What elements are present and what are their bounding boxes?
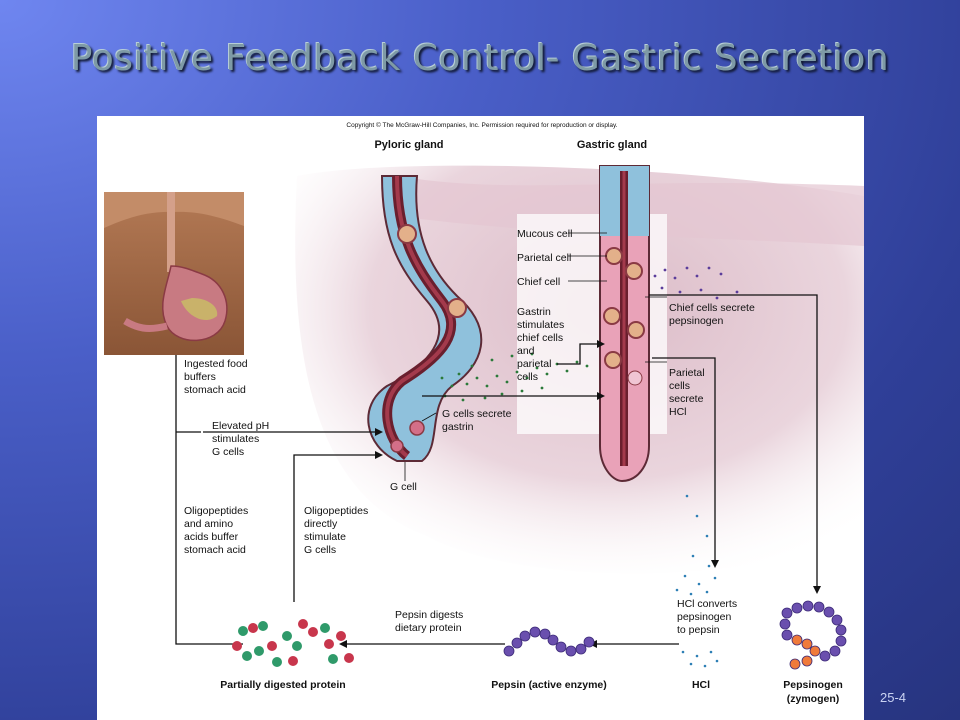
svg-text:G cells: G cells	[212, 446, 244, 458]
figure-canvas: Copyright © The McGraw-Hill Companies, I…	[104, 121, 864, 705]
svg-text:stimulate: stimulate	[304, 531, 346, 543]
hcl-converts-label: HCl converts pepsinogen to pepsin	[677, 598, 737, 636]
leader-lines	[404, 232, 667, 481]
svg-text:stimulates: stimulates	[517, 319, 564, 331]
partially-digested-protein-label: Partially digested protein	[220, 679, 345, 691]
svg-text:stomach acid: stomach acid	[184, 384, 246, 396]
gastric-gland-heading: Gastric gland	[577, 139, 647, 151]
svg-text:gastrin: gastrin	[442, 421, 474, 433]
svg-text:to pepsin: to pepsin	[677, 624, 720, 636]
svg-text:G cells secrete: G cells secrete	[442, 408, 512, 420]
svg-text:Ingested food: Ingested food	[184, 358, 248, 370]
arrow-heads	[339, 340, 821, 648]
svg-text:Chief cells secrete: Chief cells secrete	[669, 302, 755, 314]
g-cell-label: G cell	[390, 481, 417, 493]
copyright-text: Copyright © The McGraw-Hill Companies, I…	[346, 121, 617, 129]
parietal-cell-label: Parietal cell	[517, 252, 571, 264]
chief-cells-secrete-label: Chief cells secrete pepsinogen	[669, 302, 755, 327]
oligopeptides-buffer-label: Oligopeptides and amino acids buffer sto…	[184, 505, 248, 556]
svg-text:HCl converts: HCl converts	[677, 598, 737, 610]
svg-text:parietal: parietal	[517, 358, 551, 370]
pepsin-digests-label: Pepsin digests dietary protein	[395, 609, 463, 634]
pepsin-active-enzyme-label: Pepsin (active enzyme)	[491, 679, 607, 691]
svg-text:cells: cells	[669, 380, 690, 392]
partially-digested-protein-illustration	[232, 619, 354, 667]
svg-text:Elevated pH: Elevated pH	[212, 420, 269, 432]
chief-cell-label: Chief cell	[517, 276, 560, 288]
svg-text:and amino: and amino	[184, 518, 233, 530]
oligopeptides-direct-label: Oligopeptides directly stimulate G cells	[304, 505, 368, 556]
svg-text:Oligopeptides: Oligopeptides	[304, 505, 368, 517]
svg-text:Parietal: Parietal	[669, 367, 705, 379]
svg-text:and: and	[517, 345, 535, 357]
pepsinogen-label: Pepsinogen	[783, 679, 843, 691]
hcl-label: HCl	[692, 679, 710, 691]
svg-text:directly: directly	[304, 518, 338, 530]
svg-text:stimulates: stimulates	[212, 433, 259, 445]
hcl-particles	[675, 494, 719, 668]
pepsinogen-particles	[653, 266, 739, 300]
zymogen-label: (zymogen)	[787, 693, 840, 705]
gastrin-particles	[440, 352, 589, 402]
gastrin-stimulates-label: Gastrin stimulates chief cells and parie…	[517, 306, 564, 383]
torso-inset-image	[104, 192, 244, 355]
svg-text:cells: cells	[517, 371, 538, 383]
svg-text:secrete: secrete	[669, 393, 704, 405]
flow-arrows	[175, 294, 818, 645]
pepsinogen-illustration	[779, 600, 847, 670]
mucous-cell-label: Mucous cell	[517, 228, 572, 240]
ingested-food-label: Ingested food buffers stomach acid	[184, 358, 248, 396]
gastric-gland-illustration	[599, 165, 650, 483]
pyloric-gland-illustration	[367, 175, 483, 462]
svg-text:stomach acid: stomach acid	[184, 544, 246, 556]
slide-number: 25-4	[880, 690, 907, 705]
svg-text:dietary protein: dietary protein	[395, 622, 462, 634]
g-cells-secrete-label: G cells secrete gastrin	[442, 408, 512, 433]
elevated-ph-label: Elevated pH stimulates G cells	[212, 420, 269, 458]
svg-text:Pepsin digests: Pepsin digests	[395, 609, 463, 621]
parietal-cells-secrete-label: Parietal cells secrete HCl	[669, 367, 705, 418]
svg-text:pepsinogen: pepsinogen	[677, 611, 731, 623]
pyloric-gland-heading: Pyloric gland	[374, 139, 443, 151]
gastric-secretion-figure: Copyright © The McGraw-Hill Companies, I…	[97, 116, 864, 720]
svg-text:HCl: HCl	[669, 406, 687, 418]
slide-title: Positive Feedback Control- Gastric Secre…	[70, 38, 890, 79]
svg-text:buffers: buffers	[184, 371, 216, 383]
svg-text:Oligopeptides: Oligopeptides	[184, 505, 248, 517]
pepsin-enzyme-illustration	[503, 626, 595, 657]
svg-text:acids buffer: acids buffer	[184, 531, 239, 543]
svg-text:chief cells: chief cells	[517, 332, 563, 344]
svg-text:Gastrin: Gastrin	[517, 306, 551, 318]
svg-text:G cells: G cells	[304, 544, 336, 556]
svg-text:pepsinogen: pepsinogen	[669, 315, 723, 327]
